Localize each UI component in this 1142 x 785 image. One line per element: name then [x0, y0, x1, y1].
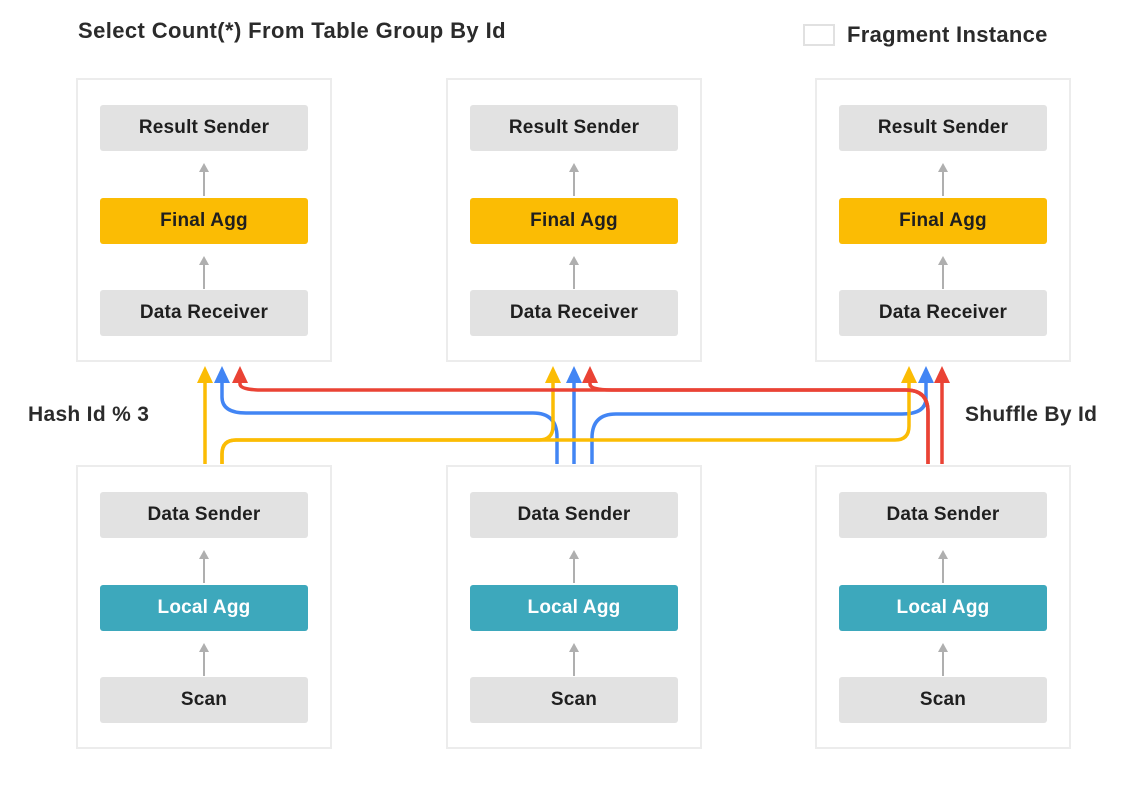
- up-arrow-icon: [938, 643, 948, 676]
- shuffle-arrowheads-blue: [214, 366, 934, 383]
- page-title: Select Count(*) From Table Group By Id: [78, 18, 506, 43]
- up-arrow-icon: [569, 550, 579, 583]
- operator-scan: Scan: [839, 677, 1047, 723]
- operator-scan: Scan: [470, 677, 678, 723]
- operator-final-agg: Final Agg: [839, 198, 1047, 244]
- fragment-upper-3: Result Sender Final Agg Data Receiver: [815, 78, 1071, 362]
- arrowhead-yellow-icon: [901, 366, 917, 383]
- shuffle-edge-blue-to-upper-1: [220, 383, 559, 464]
- up-arrow-icon: [569, 163, 579, 196]
- arrowhead-yellow-icon: [545, 366, 561, 383]
- up-arrow-icon: [938, 163, 948, 196]
- operator-local-agg: Local Agg: [470, 585, 678, 631]
- operator-local-agg: Local Agg: [100, 585, 308, 631]
- shuffle-edge-yellow-to-upper-3: [220, 383, 911, 464]
- fragment-instance-swatch: [803, 24, 835, 46]
- arrowhead-red-icon: [934, 366, 950, 383]
- arrowhead-blue-icon: [214, 366, 230, 383]
- operator-result-sender: Result Sender: [470, 105, 678, 151]
- operator-final-agg: Final Agg: [100, 198, 308, 244]
- operator-data-sender: Data Sender: [100, 492, 308, 538]
- shuffle-edges-yellow: [203, 383, 911, 464]
- shuffle-edges-blue: [220, 383, 928, 464]
- arrowhead-red-icon: [582, 366, 598, 383]
- fragment-lower-1: Data Sender Local Agg Scan: [76, 465, 332, 749]
- up-arrow-icon: [938, 256, 948, 289]
- up-arrow-icon: [199, 163, 209, 196]
- shuffle-arrowheads-yellow: [197, 366, 917, 383]
- up-arrow-icon: [199, 550, 209, 583]
- fragment-lower-3: Data Sender Local Agg Scan: [815, 465, 1071, 749]
- hash-label: Hash Id % 3: [28, 403, 150, 426]
- operator-data-receiver: Data Receiver: [100, 290, 308, 336]
- legend: Fragment Instance: [803, 22, 1048, 48]
- shuffle-edges-red: [238, 382, 944, 464]
- operator-result-sender: Result Sender: [839, 105, 1047, 151]
- fragment-lower-2: Data Sender Local Agg Scan: [446, 465, 702, 749]
- operator-scan: Scan: [100, 677, 308, 723]
- fragment-upper-2: Result Sender Final Agg Data Receiver: [446, 78, 702, 362]
- shuffle-label: Shuffle By Id: [965, 403, 1098, 426]
- operator-data-sender: Data Sender: [839, 492, 1047, 538]
- up-arrow-icon: [199, 643, 209, 676]
- operator-final-agg: Final Agg: [470, 198, 678, 244]
- shuffle-edge-yellow-to-upper-2: [220, 383, 555, 464]
- up-arrow-icon: [938, 550, 948, 583]
- fragment-upper-1: Result Sender Final Agg Data Receiver: [76, 78, 332, 362]
- shuffle-edge-red-to-upper-2: [588, 382, 930, 464]
- shuffle-edge-red-to-upper-1: [238, 382, 930, 464]
- arrowhead-blue-icon: [918, 366, 934, 383]
- shuffle-arrowheads-red: [232, 366, 950, 383]
- operator-data-sender: Data Sender: [470, 492, 678, 538]
- operator-data-receiver: Data Receiver: [470, 290, 678, 336]
- operator-local-agg: Local Agg: [839, 585, 1047, 631]
- up-arrow-icon: [569, 643, 579, 676]
- operator-result-sender: Result Sender: [100, 105, 308, 151]
- up-arrow-icon: [199, 256, 209, 289]
- arrowhead-red-icon: [232, 366, 248, 383]
- shuffle-edge-blue-to-upper-3: [590, 383, 928, 464]
- up-arrow-icon: [569, 256, 579, 289]
- arrowhead-yellow-icon: [197, 366, 213, 383]
- legend-label: Fragment Instance: [847, 22, 1048, 47]
- operator-data-receiver: Data Receiver: [839, 290, 1047, 336]
- arrowhead-blue-icon: [566, 366, 582, 383]
